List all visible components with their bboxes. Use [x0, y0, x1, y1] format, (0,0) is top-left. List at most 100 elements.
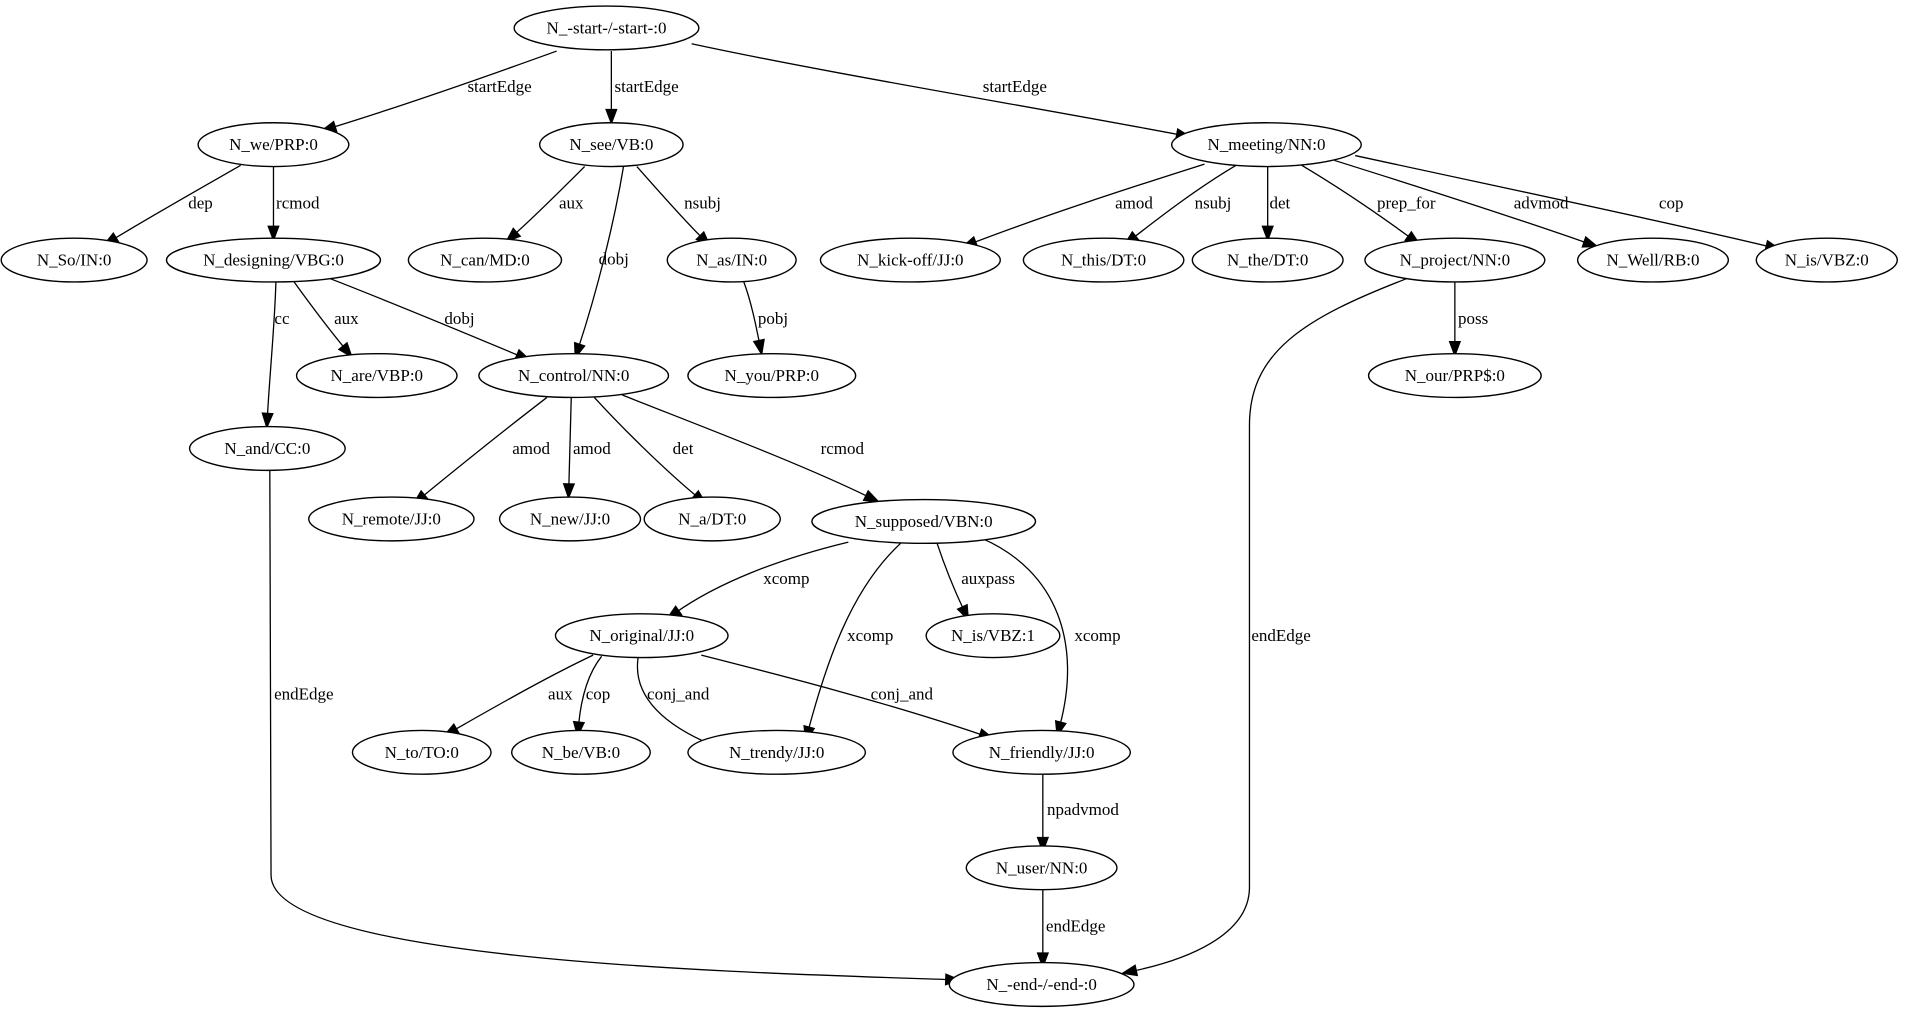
node-you: N_you/PRP:0	[687, 352, 857, 399]
node-kickoff: N_kick-off/JJ:0	[819, 237, 1001, 283]
node-ellipse	[1364, 237, 1546, 283]
edge-as-you: pobj	[743, 281, 788, 357]
edge-meeting-well: advmod	[1334, 159, 1600, 248]
edge-label: dobj	[444, 309, 474, 328]
edge-line	[972, 163, 1205, 244]
edge-line	[568, 397, 572, 488]
node-ellipse	[351, 729, 492, 775]
edge-start-meeting: startEdge	[691, 43, 1193, 141]
edge-label: xcomp	[763, 569, 809, 588]
node-label: N_is/VBZ:1	[951, 626, 1035, 645]
edge-supposed-original: xcomp	[665, 541, 849, 620]
arrowhead	[1261, 225, 1274, 243]
edge-line	[1334, 159, 1588, 244]
edge-label: pobj	[758, 309, 788, 328]
edge-supposed-friendly: xcomp	[981, 537, 1121, 738]
node-our: N_our/PRP$:0	[1367, 352, 1542, 399]
node-label: N_can/MD:0	[440, 251, 530, 270]
node-as: N_as/IN:0	[666, 237, 797, 283]
edge-label: dobj	[599, 249, 629, 268]
node-ellipse	[925, 613, 1061, 659]
edge-line	[981, 537, 1069, 726]
node-label: N_friendly/JJ:0	[989, 743, 1095, 762]
node-ellipse	[1022, 237, 1185, 283]
edge-label: aux	[334, 309, 359, 328]
edge-label: cop	[1659, 193, 1684, 212]
edge-label: xcomp	[1074, 626, 1120, 645]
node-label: N_meeting/NN:0	[1207, 135, 1325, 154]
node-ellipse	[819, 237, 1001, 283]
node-label: N_are/VBP:0	[331, 366, 424, 385]
node-ellipse	[687, 729, 867, 775]
arrowhead	[1120, 964, 1139, 977]
node-ellipse	[407, 237, 563, 283]
node-label: N_be/VB:0	[542, 743, 620, 762]
arrowhead	[562, 483, 576, 500]
node-ellipse	[510, 729, 651, 775]
edge-line	[266, 281, 277, 417]
node-label: N_see/VB:0	[569, 135, 653, 154]
node-we: N_we/PRP:0	[197, 122, 350, 168]
node-ellipse	[643, 496, 781, 542]
edge-line	[577, 166, 625, 348]
edge-supposed-is1: auxpass	[936, 543, 1015, 622]
node-label: N_user/NN:0	[996, 858, 1088, 877]
edge-start-we: startEdge	[319, 50, 557, 133]
node-to: N_to/TO:0	[351, 729, 492, 775]
edge-line	[675, 541, 849, 614]
arrowhead	[605, 108, 618, 126]
node-are: N_are/VBP:0	[295, 352, 458, 399]
edge-line	[1301, 164, 1412, 239]
node-remote: N_remote/JJ:0	[308, 496, 475, 542]
arrowhead	[752, 338, 765, 357]
edge-line	[513, 166, 586, 236]
edge-see-as: nsubj	[636, 166, 721, 247]
node-ellipse	[1367, 352, 1542, 399]
arrowhead	[1036, 952, 1050, 969]
node-friendly: N_friendly/JJ:0	[952, 729, 1132, 775]
edge-line	[691, 43, 1181, 136]
node-the: N_the/DT:0	[1191, 237, 1344, 283]
node-label: N_trendy/JJ:0	[729, 743, 824, 762]
node-label: N_you/PRP:0	[725, 366, 819, 385]
edge-line	[593, 397, 699, 498]
edge-line	[269, 470, 950, 981]
node-ellipse	[952, 729, 1132, 775]
node-project: N_project/NN:0	[1364, 237, 1546, 283]
node-ellipse	[965, 845, 1118, 891]
node-ellipse	[0, 237, 148, 283]
edge-label: rcmod	[821, 439, 865, 458]
node-ellipse	[498, 496, 642, 542]
edge-we-designing: rcmod	[267, 166, 320, 243]
node-and: N_and/CC:0	[188, 425, 346, 472]
arrowhead	[572, 720, 586, 738]
edge-line	[743, 281, 761, 345]
edge-line	[807, 542, 902, 731]
edge-label: startEdge	[467, 77, 531, 96]
node-label: N_So/IN:0	[37, 251, 112, 270]
node-label: N_remote/JJ:0	[342, 509, 441, 528]
node-ellipse	[687, 352, 857, 399]
node-ellipse	[308, 496, 475, 542]
edge-line	[421, 396, 548, 498]
node-label: N_we/PRP:0	[229, 135, 318, 154]
edge-line	[1355, 154, 1770, 248]
arrowhead	[862, 489, 881, 503]
node-designing: N_designing/VBG:0	[165, 237, 382, 283]
node-ellipse	[188, 425, 346, 472]
edge-label: aux	[548, 685, 573, 704]
edge-designing-are: aux	[293, 281, 359, 359]
node-ellipse	[478, 352, 670, 399]
edge-label: cc	[274, 309, 290, 328]
edge-line	[1132, 164, 1237, 239]
node-this: N_this/DT:0	[1022, 237, 1185, 283]
edge-label: prep_for	[1377, 193, 1436, 212]
node-label: N_kick-off/JJ:0	[857, 251, 963, 270]
arrowhead	[261, 412, 274, 430]
node-ellipse	[1191, 237, 1344, 283]
node-control: N_control/NN:0	[478, 352, 670, 399]
arrowhead	[1036, 836, 1050, 854]
edge-line	[293, 281, 346, 350]
